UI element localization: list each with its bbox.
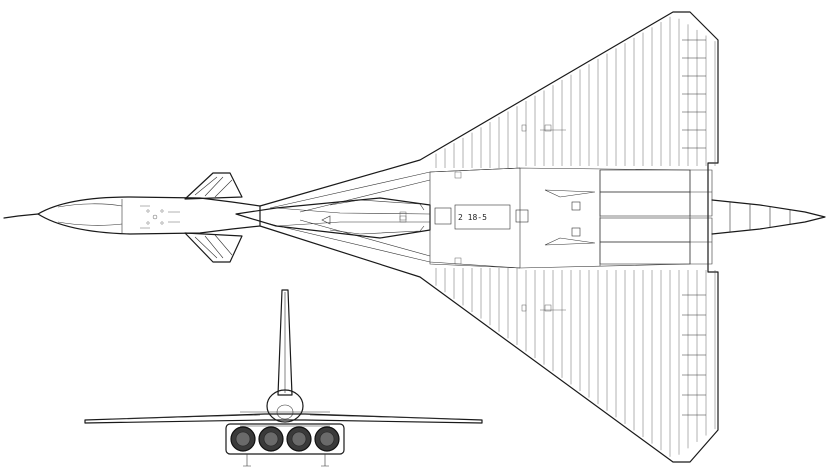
elevon-hinge-marks bbox=[540, 39, 706, 416]
landing-gear bbox=[243, 454, 329, 467]
front-view bbox=[84, 289, 483, 467]
wing-outline bbox=[259, 11, 719, 463]
canard-lower bbox=[184, 232, 243, 263]
engine-box bbox=[225, 423, 345, 455]
nozzle-inner-ring bbox=[235, 431, 251, 447]
pitot-probe bbox=[3, 213, 39, 219]
canard-upper bbox=[184, 172, 243, 200]
panel-code-label: 2 18-5 bbox=[458, 213, 487, 222]
nozzle-inner-ring bbox=[319, 431, 335, 447]
fuselage-section bbox=[266, 389, 304, 423]
vertical-fin bbox=[277, 289, 293, 396]
marker-triangle bbox=[321, 215, 331, 225]
nose-gear-marks bbox=[140, 205, 180, 229]
nozzle-inner-ring bbox=[291, 431, 307, 447]
nozzle-inner-ring bbox=[263, 431, 279, 447]
forward-fuselage-lower bbox=[37, 213, 261, 235]
front-wing bbox=[84, 413, 483, 424]
engine-nozzles bbox=[230, 426, 340, 452]
canopy bbox=[57, 203, 123, 226]
tail-fin-plan bbox=[711, 199, 826, 235]
wing-chord-lines bbox=[435, 16, 716, 457]
plan-view: 2 18-5 bbox=[3, 11, 826, 463]
access-panel-marks bbox=[399, 124, 552, 312]
forward-fuselage bbox=[37, 196, 261, 215]
engine-nacelles bbox=[599, 169, 713, 265]
